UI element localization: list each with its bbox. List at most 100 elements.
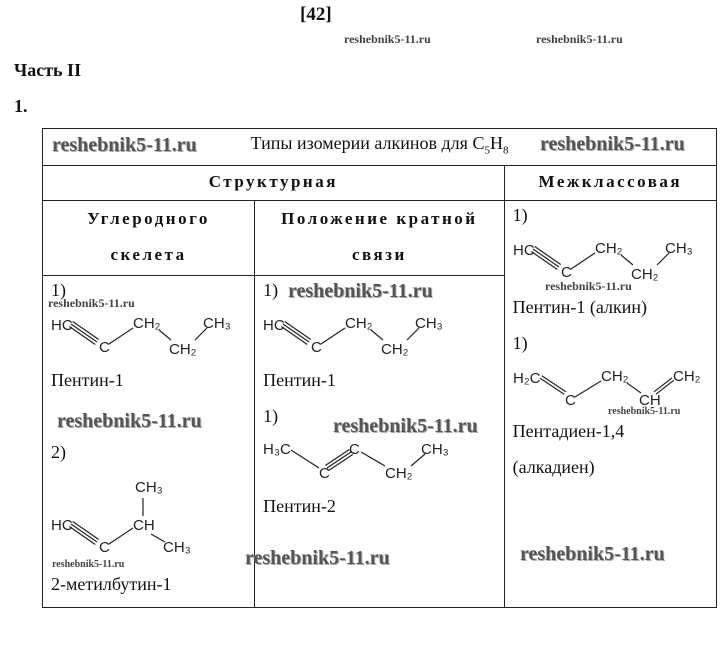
bond-line bbox=[70, 523, 98, 543]
bond-line bbox=[281, 325, 308, 345]
title-sub-c: 5 bbox=[484, 144, 490, 157]
header-line: скелета bbox=[110, 245, 187, 264]
title-sub-h: 8 bbox=[502, 144, 509, 157]
watermark: reshebnik5-11.ru bbox=[288, 280, 433, 302]
bond-line bbox=[72, 321, 100, 341]
atom-label: H₃C bbox=[263, 441, 291, 458]
atom-label: C bbox=[99, 339, 110, 356]
atom-label: CH₃ bbox=[135, 479, 163, 496]
atom-label: CH₃ bbox=[203, 315, 231, 332]
header-structural: Структурная bbox=[42, 165, 505, 201]
header-line: связи bbox=[351, 245, 407, 264]
atom-label: CH₃ bbox=[163, 539, 191, 556]
atom-label: CH₃ bbox=[421, 441, 449, 458]
watermark: reshebnik5-11.ru bbox=[333, 415, 478, 437]
watermark: reshebnik5-11.ru bbox=[245, 547, 390, 569]
atom-label: CH bbox=[133, 517, 155, 534]
atom-label: CH₂ bbox=[381, 341, 409, 358]
atom-label: C bbox=[561, 264, 572, 281]
watermark: reshebnik5-11.ru bbox=[48, 296, 135, 310]
bond-line bbox=[150, 533, 166, 543]
watermark: reshebnik5-11.ru bbox=[344, 32, 431, 46]
bond-line bbox=[282, 323, 310, 343]
bond-line bbox=[530, 250, 558, 270]
table-title: Типы изомерии алкинов для C5H8 bbox=[42, 128, 717, 166]
bond-line bbox=[284, 321, 312, 341]
bond-line bbox=[655, 379, 674, 395]
compound-name: Пентин-1 (алкин) bbox=[512, 297, 648, 317]
atom-label: HC bbox=[51, 317, 73, 334]
atom-label: CH₂ bbox=[385, 465, 413, 482]
bond-line bbox=[360, 451, 386, 467]
compound-name: Пентин-1 bbox=[51, 370, 124, 390]
atom-label: HC bbox=[51, 517, 73, 534]
watermark: reshebnik5-11.ru bbox=[57, 410, 202, 432]
bond-line bbox=[406, 327, 420, 341]
bond-line bbox=[370, 329, 384, 341]
bond-line bbox=[541, 375, 566, 393]
bond-line bbox=[534, 246, 561, 266]
bond-line bbox=[532, 248, 560, 268]
atom-label: CH bbox=[639, 392, 661, 409]
pentyne-1-structure: HC C CH₂ CH₂ CH₃ bbox=[263, 315, 443, 358]
bond-line bbox=[574, 380, 601, 398]
item-number: 2) bbox=[51, 442, 66, 462]
atom-label: C bbox=[311, 339, 322, 356]
page-number: [42] bbox=[300, 4, 332, 25]
atom-label: CH₂ bbox=[601, 368, 629, 385]
part-title: Часть II bbox=[14, 60, 82, 80]
compound-name: Пентин-1 bbox=[263, 370, 336, 390]
atom-label: CH₃ bbox=[415, 315, 443, 332]
atom-label: HC bbox=[513, 242, 535, 259]
atom-label: CH₂ bbox=[631, 266, 659, 283]
bond-line bbox=[570, 252, 596, 270]
bond-line bbox=[539, 377, 565, 395]
watermark: reshebnik5-11.ru bbox=[52, 559, 125, 570]
item-number: 1) bbox=[263, 280, 279, 300]
task-number: 1. bbox=[14, 96, 28, 116]
atom-label: CH₂ bbox=[345, 315, 373, 332]
bond-line bbox=[194, 327, 208, 341]
atom-label: CH₂ bbox=[133, 315, 161, 332]
watermark: reshebnik5-11.ru bbox=[536, 32, 623, 46]
bond-line bbox=[326, 451, 352, 469]
bond-line bbox=[290, 449, 320, 469]
watermark: reshebnik5-11.ru bbox=[52, 134, 197, 156]
header-bond-position: Положение кратной связи bbox=[254, 200, 505, 276]
item-number: 1) bbox=[263, 406, 279, 426]
item-number: 1) bbox=[512, 333, 528, 353]
bond-line bbox=[410, 453, 426, 467]
compound-name: Пентин-2 bbox=[263, 496, 336, 516]
title-text: Типы изомерии алкинов для C bbox=[250, 133, 485, 153]
watermark: reshebnik5-11.ru bbox=[608, 406, 681, 417]
bond-line bbox=[108, 527, 134, 545]
header-line: Углеродного bbox=[87, 209, 210, 228]
atom-label: HC bbox=[263, 317, 285, 334]
bond-line bbox=[325, 449, 350, 467]
atom-label: CH₃ bbox=[665, 240, 693, 257]
bond-line bbox=[68, 325, 96, 345]
compound-name: 2-метилбутин-1 bbox=[51, 574, 172, 594]
bond-line bbox=[70, 323, 98, 343]
atom-label: CH₂ bbox=[673, 368, 701, 385]
pentyne-2-structure: H₃C C C CH₂ CH₃ bbox=[263, 441, 449, 482]
bond-line bbox=[620, 254, 634, 266]
bond-line bbox=[72, 521, 100, 541]
atom-label: C bbox=[349, 441, 360, 458]
bond-line bbox=[68, 525, 96, 545]
atom-label: C bbox=[319, 465, 330, 482]
bond-line bbox=[626, 382, 642, 394]
isomerism-table: Типы изомерии алкинов для C5H8 Структурн… bbox=[41, 128, 718, 608]
compound-class: (алкадиен) bbox=[512, 457, 595, 477]
bond-line bbox=[158, 329, 172, 341]
item-number: 1) bbox=[512, 205, 528, 225]
item-number: 1) bbox=[51, 280, 66, 300]
bond-line bbox=[653, 377, 673, 393]
